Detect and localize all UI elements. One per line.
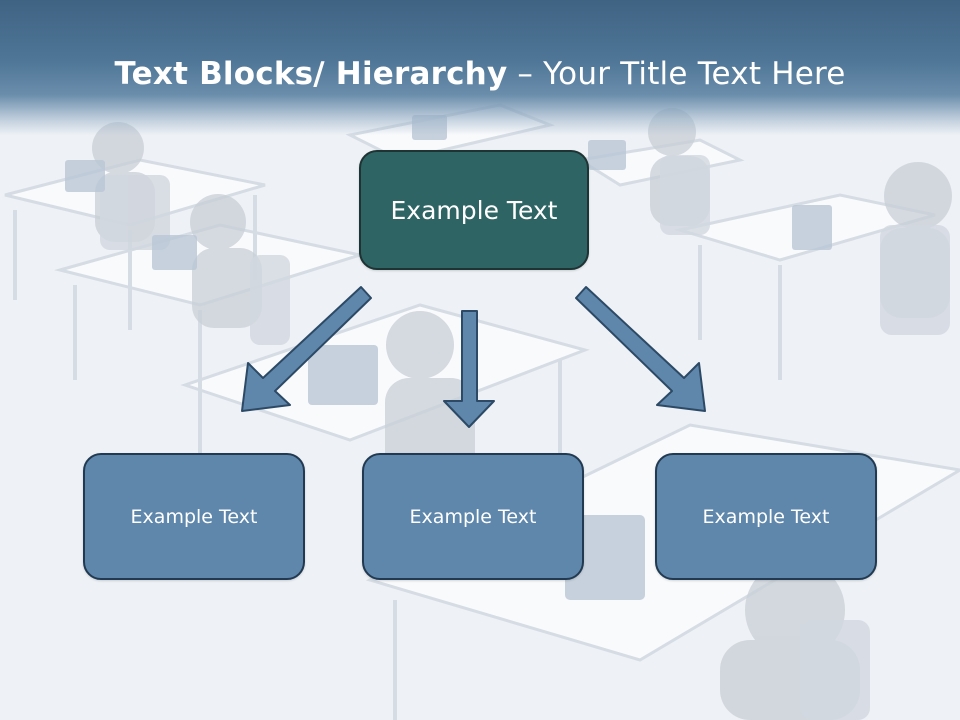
slide-title: Text Blocks/ Hierarchy – Your Title Text… (0, 52, 960, 96)
hierarchy-child-box-2: Example Text (362, 453, 584, 580)
hierarchy-child-box-3: Example Text (655, 453, 877, 580)
hierarchy-child-label-2: Example Text (409, 505, 537, 528)
hierarchy-child-label-1: Example Text (130, 505, 258, 528)
hierarchy-child-box-1: Example Text (83, 453, 305, 580)
hierarchy-top-box: Example Text (359, 150, 589, 270)
arrow-to-center-child (443, 310, 495, 428)
slide-title-bold: Text Blocks/ Hierarchy (114, 56, 508, 92)
title-bar (0, 0, 960, 135)
hierarchy-child-label-3: Example Text (702, 505, 830, 528)
hierarchy-top-label: Example Text (390, 195, 558, 225)
arrow-to-left-child (241, 286, 372, 412)
slide-title-rest: – Your Title Text Here (507, 56, 846, 92)
arrow-to-right-child (575, 286, 706, 412)
